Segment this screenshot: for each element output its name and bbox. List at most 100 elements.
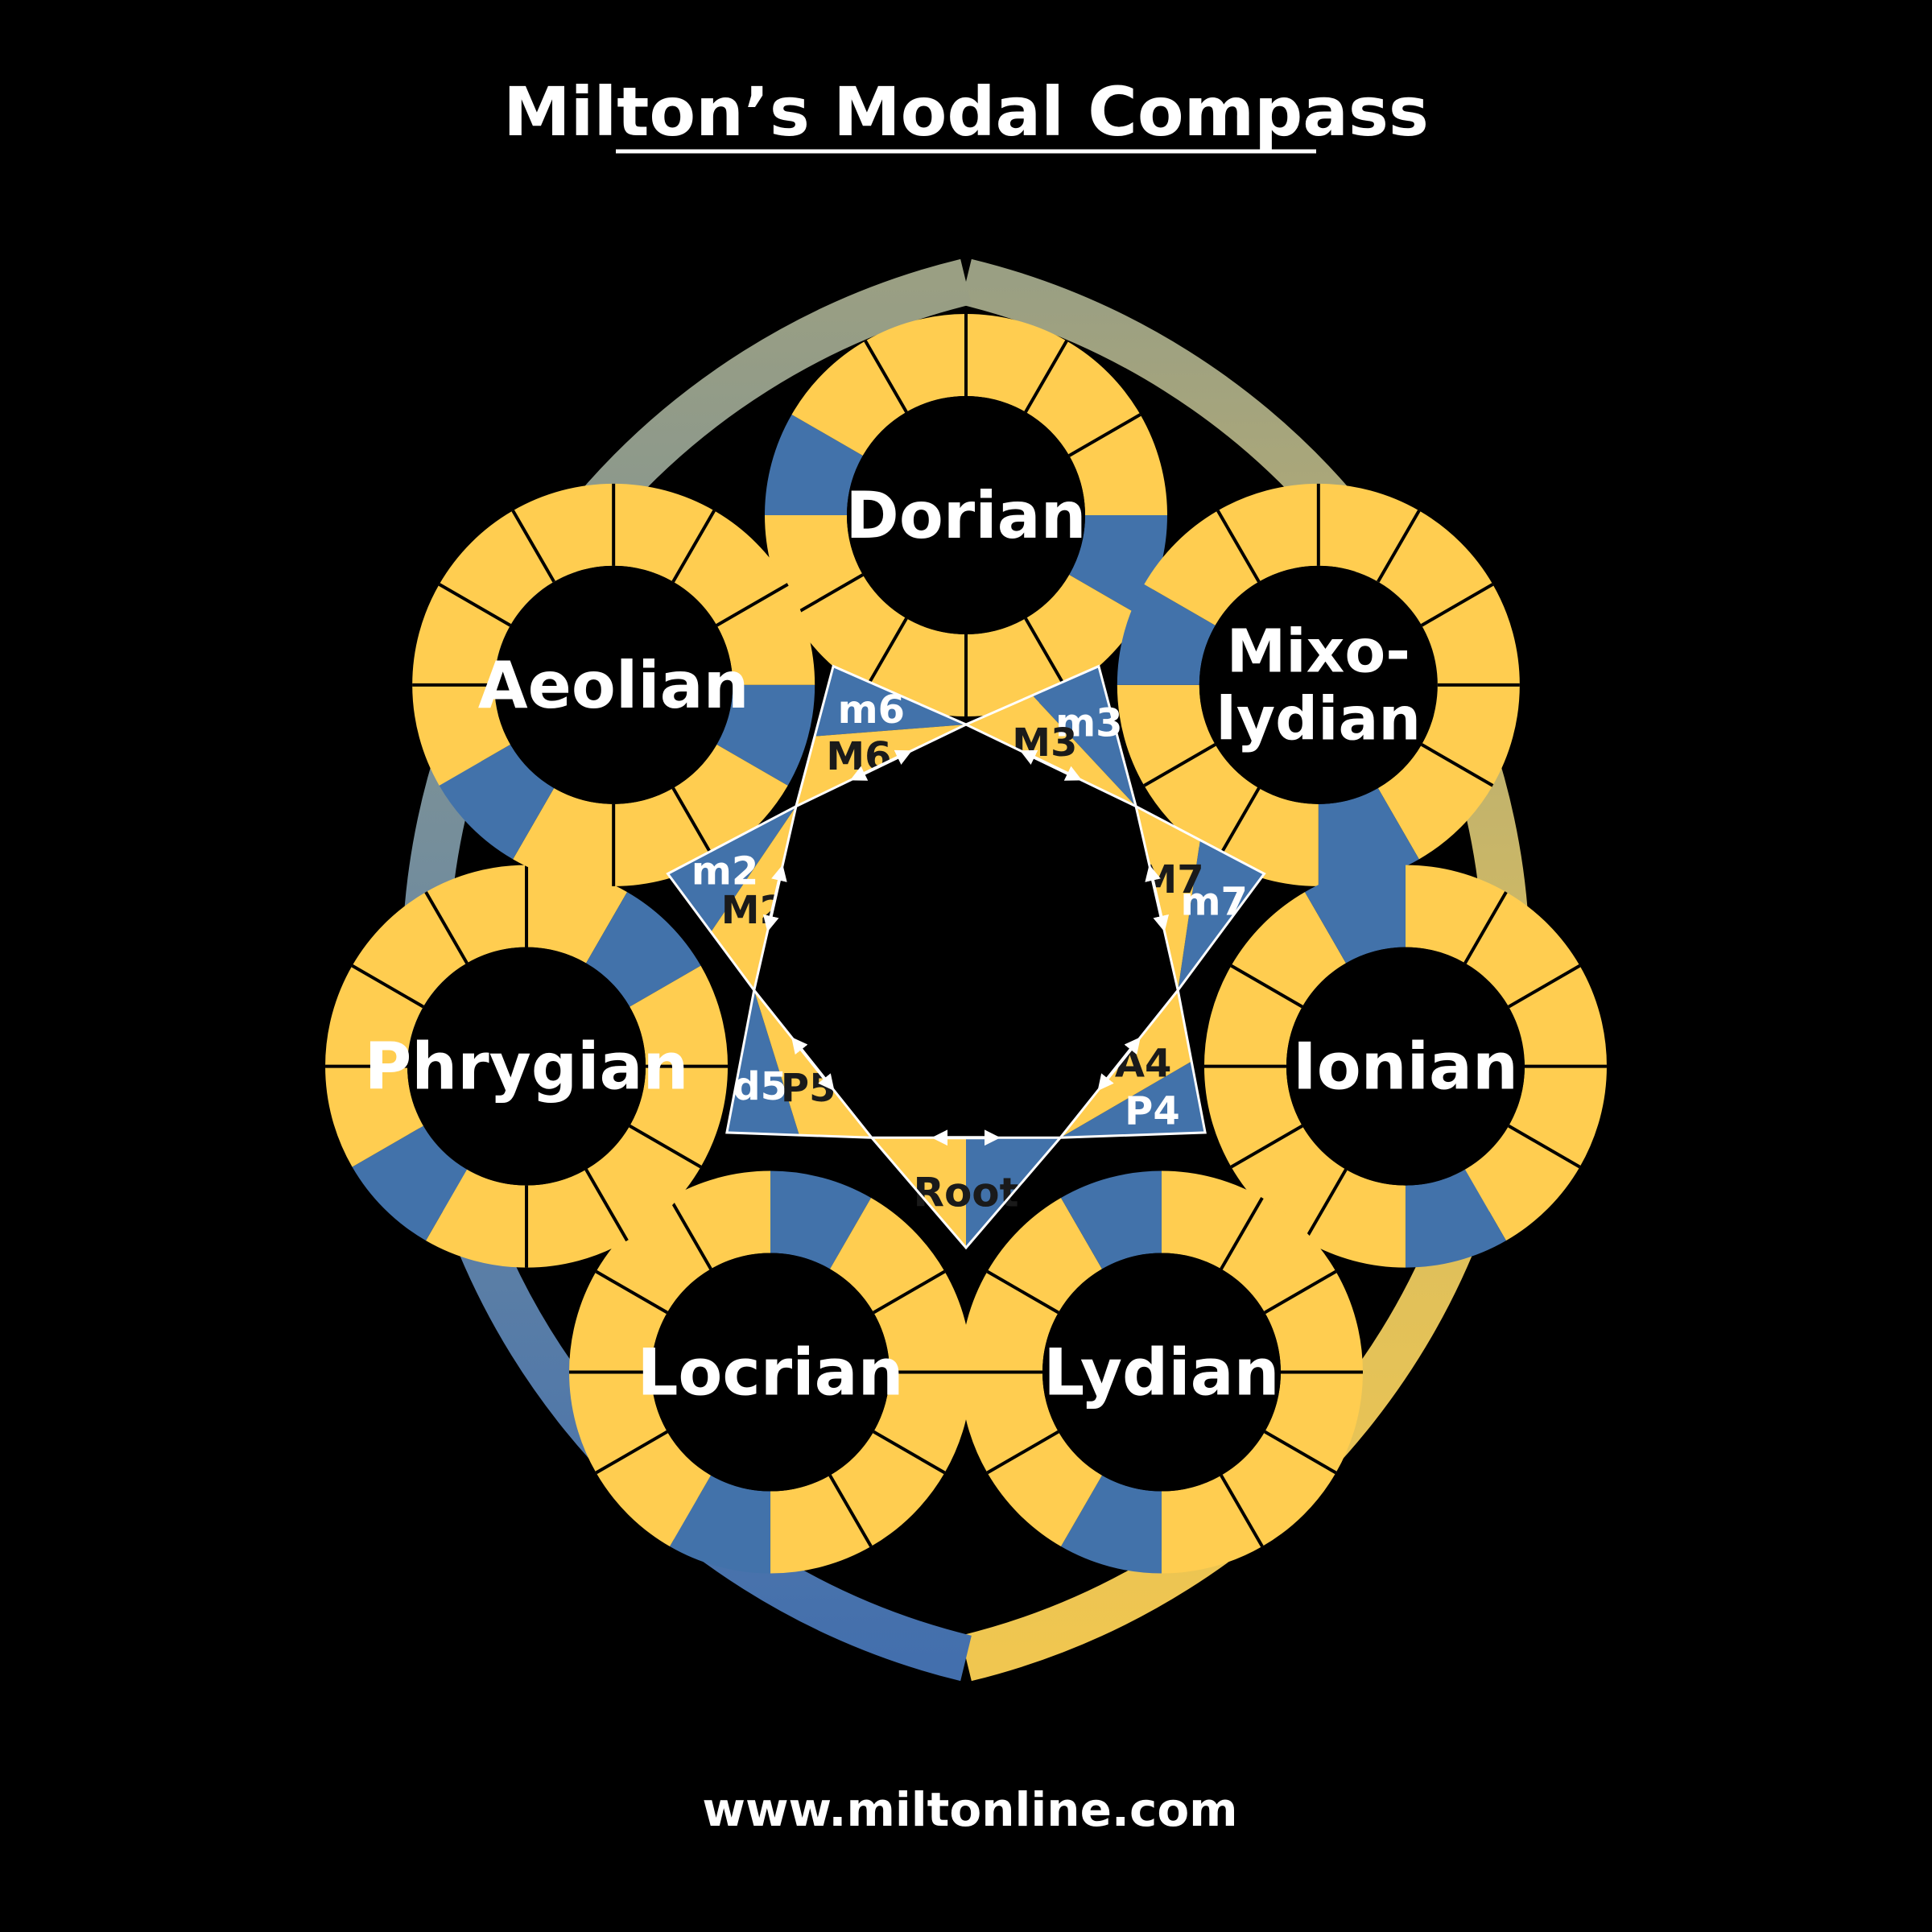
- gold-ring-segment: [569, 1372, 667, 1473]
- double-arrow: [791, 1037, 835, 1092]
- ring-divider: [1143, 743, 1216, 787]
- gold-ring-segment: [630, 1066, 729, 1167]
- mode-ring-dorian: Dorian: [765, 314, 1167, 716]
- gold-ring-segment: [412, 584, 511, 685]
- gold-ring-segment: [1231, 892, 1346, 1007]
- ring-divider: [1264, 1430, 1337, 1475]
- gold-ring-segment: [325, 965, 423, 1067]
- mode-hub: [1199, 565, 1438, 804]
- ring-divider: [351, 964, 424, 1009]
- gold-ring-segment: [526, 865, 628, 964]
- ring-divider: [864, 340, 908, 413]
- ring-divider: [873, 1430, 946, 1475]
- gold-ring-segment: [1220, 1431, 1336, 1547]
- mode-label-ionian: Ionian: [1293, 1030, 1518, 1104]
- ring-divider: [1068, 413, 1141, 457]
- gold-ring-segment: [1069, 415, 1167, 515]
- ring-divider: [668, 1197, 712, 1270]
- gold-ring-segment: [1026, 575, 1141, 690]
- gold-ring-segment: [1203, 1066, 1302, 1167]
- gold-ring-segment: [1318, 483, 1419, 582]
- blue-triangle-half: [667, 806, 796, 932]
- mode-ring-ionian: Ionian: [1203, 865, 1607, 1268]
- gold-ring-segment: [1464, 892, 1580, 1007]
- gold-ring-segment: [1231, 1125, 1346, 1241]
- blue-ring-segment: [716, 684, 815, 786]
- interval-label-root: Root: [913, 1170, 1018, 1216]
- gold-ring-segment: [1203, 965, 1302, 1067]
- gold-ring-segment: [1220, 1198, 1336, 1313]
- mode-ring-lydian: Lydian: [960, 1170, 1363, 1574]
- ring-divider: [1420, 743, 1494, 787]
- ring-divider: [1024, 617, 1068, 691]
- gold-ring-segment: [1161, 1170, 1262, 1269]
- blue-ring-segment: [1060, 1170, 1162, 1269]
- gold-ring-segment: [630, 965, 729, 1067]
- mode-ring-aeolian: Aeolian: [412, 483, 815, 886]
- blue-triangle-half: [1032, 666, 1137, 807]
- gold-ring-segment: [873, 1271, 972, 1373]
- double-arrow: [1019, 749, 1083, 781]
- gold-ring-segment: [1217, 483, 1319, 582]
- ring-divider: [1508, 1124, 1581, 1169]
- gold-ring-segment: [526, 1169, 628, 1268]
- footer-url: www.miltonline.com: [702, 1782, 1237, 1837]
- mode-ring-mixolydian: Mixo-lydian: [1117, 483, 1520, 886]
- blue-ring-segment: [352, 1125, 468, 1241]
- ring-divider: [873, 1269, 946, 1315]
- ring-divider: [864, 617, 908, 691]
- gold-ring-segment: [439, 510, 555, 625]
- blue-triangle-half: [815, 666, 966, 737]
- mode-hub: [847, 396, 1085, 634]
- mode-hub: [407, 947, 646, 1186]
- ring-divider: [1508, 964, 1581, 1009]
- gold-ring-segment: [1026, 341, 1141, 456]
- mode-ring-locrian: Locrian: [569, 1170, 972, 1574]
- double-arrow: [1145, 865, 1169, 932]
- ring-divider: [671, 787, 716, 861]
- mode-hub: [1042, 1253, 1281, 1492]
- ring-divider: [1264, 1269, 1337, 1315]
- gold-ring-segment: [791, 341, 906, 456]
- gold-ring-segment: [1377, 510, 1493, 625]
- gold-ring-segment: [673, 744, 788, 860]
- blue-ring-segment: [770, 1170, 872, 1269]
- ring-divider: [595, 1269, 668, 1315]
- gold-ring-segment: [596, 1198, 712, 1313]
- gold-ring-segment: [1117, 684, 1216, 786]
- gold-ring-segment: [791, 575, 906, 690]
- ring-divider: [1230, 964, 1303, 1009]
- ring-divider: [1220, 1474, 1264, 1548]
- ring-divider: [716, 583, 789, 627]
- gold-ring-segment: [1509, 1066, 1607, 1167]
- blue-triangle-half: [1178, 840, 1265, 991]
- mode-label-phrygian: Phrygian: [365, 1030, 689, 1104]
- ring-divider: [438, 583, 512, 627]
- gold-ring-segment: [1509, 965, 1607, 1067]
- ring-divider: [595, 1430, 668, 1475]
- ring-divider: [629, 1124, 702, 1169]
- ring-divider: [1377, 510, 1421, 583]
- double-arrow: [1097, 1037, 1141, 1092]
- blue-ring-segment: [1060, 1475, 1162, 1574]
- mode-hub: [1286, 947, 1525, 1186]
- ring-divider: [1220, 1197, 1264, 1270]
- interval-label-d5: d5: [733, 1064, 787, 1109]
- gold-ring-segment: [770, 1475, 872, 1574]
- gold-ring-segment: [987, 1431, 1102, 1547]
- gold-ring-segment: [865, 314, 966, 412]
- page-title: Milton’s Modal Compass: [503, 72, 1429, 151]
- gold-ring-segment: [1405, 865, 1506, 964]
- gold-ring-segment: [873, 1372, 972, 1473]
- interval-label-m6: m6: [838, 687, 905, 733]
- blue-ring-segment: [765, 415, 863, 515]
- gold-ring-segment: [426, 1169, 527, 1268]
- gold-ring-segment: [1265, 1271, 1363, 1373]
- ring-divider: [791, 573, 864, 617]
- gold-ring-segment: [513, 483, 614, 582]
- mode-hub: [494, 565, 733, 804]
- mode-label-mixolydian: lydian: [1216, 685, 1422, 754]
- blue-ring-segment: [1405, 1169, 1506, 1268]
- blue-ring-segment: [586, 892, 701, 1007]
- mode-label-locrian: Locrian: [637, 1335, 903, 1410]
